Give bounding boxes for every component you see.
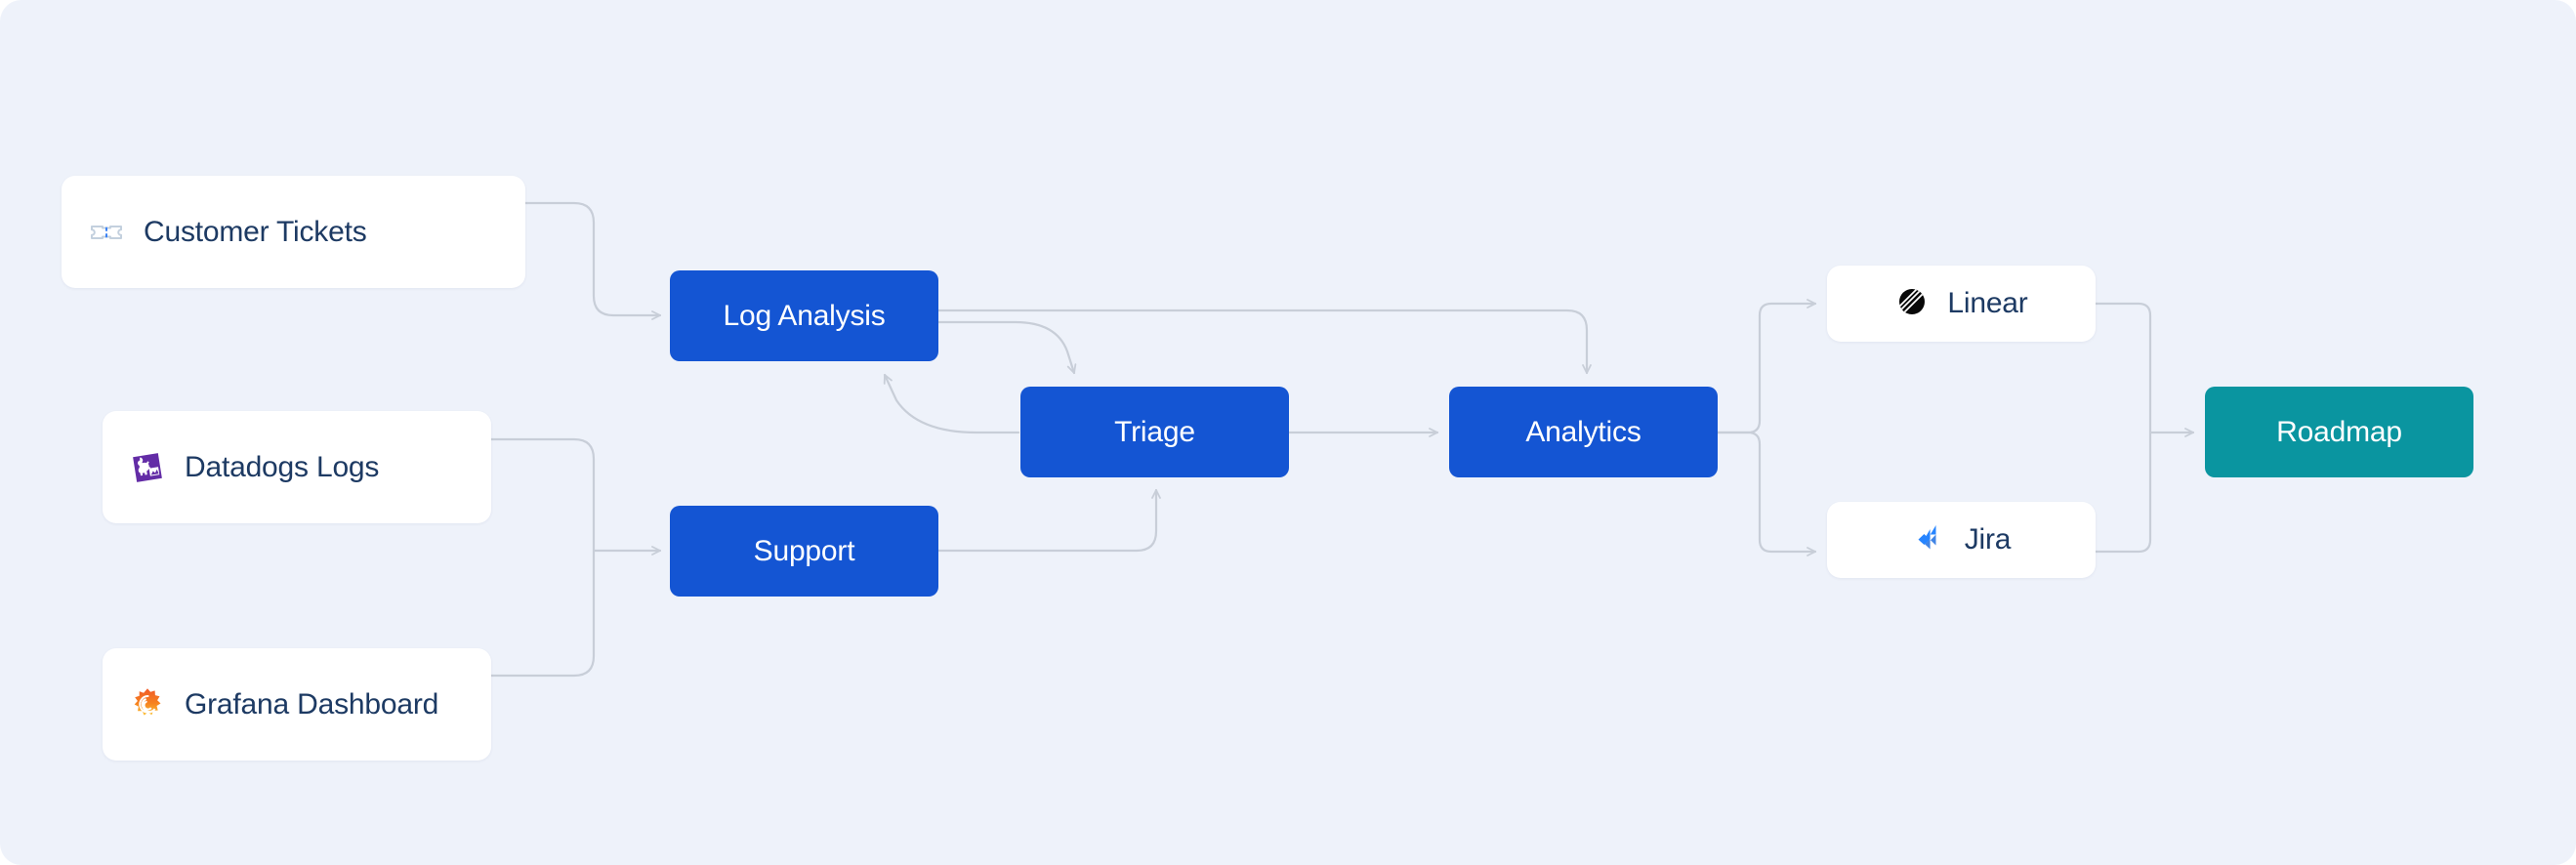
node-jira[interactable]: Jira (1827, 502, 2096, 578)
node-label: Analytics (1525, 415, 1641, 448)
edge-datadogs-logs-support (489, 437, 662, 556)
node-label: Grafana Dashboard (185, 687, 439, 721)
node-label: Customer Tickets (144, 215, 367, 248)
edge-log-analysis-triage (936, 320, 1077, 375)
grafana-icon (128, 685, 167, 724)
node-support[interactable]: Support (670, 506, 938, 597)
edge-linear-roadmap (2094, 302, 2195, 437)
datadog-icon (128, 448, 167, 487)
edge-customer-tickets-log-analysis (523, 201, 662, 320)
edge-triage-log-analysis (883, 373, 1020, 434)
node-analytics[interactable]: Analytics (1449, 387, 1718, 477)
node-label: Log Analysis (723, 299, 886, 332)
node-label: Support (753, 534, 855, 567)
edge-grafana-dashboard-support (489, 549, 596, 678)
node-customer-tickets[interactable]: Customer Tickets (62, 176, 525, 288)
ticket-icon (87, 213, 126, 252)
node-linear[interactable]: Linear (1827, 266, 2096, 342)
edge-analytics-linear (1716, 299, 1817, 434)
edge-analytics-jira (1716, 431, 1817, 556)
node-label: Datadogs Logs (185, 450, 380, 483)
node-log-analysis[interactable]: Log Analysis (670, 270, 938, 361)
node-grafana-dashboard[interactable]: Grafana Dashboard (103, 648, 491, 761)
node-datadogs-logs[interactable]: Datadogs Logs (103, 411, 491, 523)
edge-log-analysis-analytics (936, 309, 1592, 375)
node-label: Jira (1964, 523, 2012, 556)
linear-icon (1894, 284, 1933, 323)
edge-support-triage (936, 488, 1161, 553)
node-label: Linear (1947, 287, 2028, 319)
edge-jira-roadmap (2094, 431, 2152, 554)
node-label: Roadmap (2276, 415, 2402, 448)
jira-icon (1912, 520, 1951, 559)
node-label: Triage (1114, 415, 1195, 448)
node-roadmap[interactable]: Roadmap (2205, 387, 2473, 477)
node-triage[interactable]: Triage (1020, 387, 1289, 477)
